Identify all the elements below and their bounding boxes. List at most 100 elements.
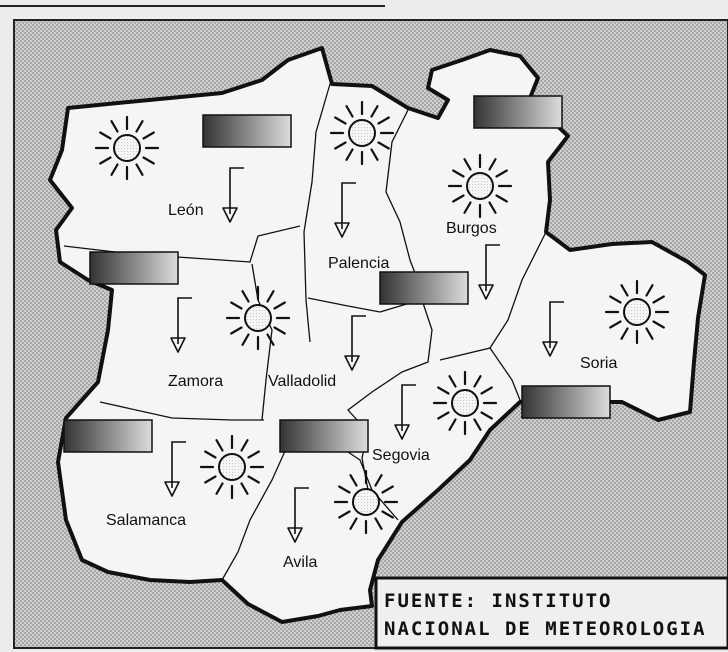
arrow-shaft [351,315,366,362]
province-label-segovia: Segovia [372,447,430,464]
temperature-box [473,95,563,129]
arrow-head [170,337,186,353]
sun-ray [334,141,347,150]
border-palencia-burgos [385,109,421,287]
province-label-palencia: Palencia [328,255,389,272]
temperature-box [279,419,369,453]
sun-ray [652,320,665,329]
arrow-head [287,527,303,543]
sun-icon [225,285,291,351]
arrow-shaft [485,244,500,291]
sun-ray [480,411,493,420]
province-valladolid: Valladolid [268,271,469,390]
sun-ray [247,475,260,484]
sun-disc [623,298,651,326]
sun-ray [473,375,482,388]
sun-ray [230,301,243,310]
arrow-head [334,222,350,238]
province-label-valladolid: Valladolid [268,373,336,390]
sun-ray [488,201,497,214]
border-zamora-salamanca [99,401,264,421]
sun-ray [215,439,224,452]
province-avila: Avila [283,469,399,571]
sun-ray [338,485,351,494]
arrow-head [164,481,180,497]
sun-ray [448,418,457,431]
province-palencia: Palencia [328,100,395,272]
sun-ray [495,169,508,178]
sun-ray [374,517,383,530]
province-label-leon: León [168,202,204,219]
province-soria: Soria [521,279,670,419]
sun-ray [349,474,358,487]
sun-icon [432,370,498,436]
sun-ray [266,333,275,346]
sun-icon [604,279,670,345]
temperature-down-arrow-icon [164,441,186,497]
border-zamora-valladolid [251,263,273,421]
sun-disc [244,304,272,332]
sun-ray [473,418,482,431]
arrow-shaft [171,441,186,488]
source-line-2: NACIONAL DE METEOROLOGIA [384,618,707,640]
sun-ray [204,475,217,484]
sun-ray [620,284,629,297]
arrow-shaft [341,182,356,229]
sun-ray [652,295,665,304]
arrow-shaft [294,487,309,534]
source-line-1: FUENTE: INSTITUTO [384,590,612,612]
arrow-shaft [177,297,192,344]
sun-ray [480,386,493,395]
border-burgos-soria [439,231,547,361]
sun-ray [240,482,249,495]
sun-ray [377,116,390,125]
sun-ray [215,482,224,495]
sun-ray [241,333,250,346]
sun-ray [110,163,119,176]
sun-ray [463,158,472,171]
temperature-down-arrow-icon [394,384,416,440]
temperature-box [63,419,153,453]
sun-ray [230,326,243,335]
border-leon-palencia [303,83,331,343]
province-label-avila: Avila [283,554,317,571]
sun-disc [451,389,479,417]
border-salamanca-avila [221,439,291,581]
sun-icon [447,153,513,219]
sun-ray [437,411,450,420]
sun-ray [620,327,629,340]
temperature-down-arrow-icon [334,182,356,238]
temperature-down-arrow-icon [170,297,192,353]
temperature-down-arrow-icon [542,301,564,357]
source-legend: FUENTE: INSTITUTO NACIONAL DE METEOROLOG… [374,576,728,650]
temperature-down-arrow-icon [478,244,500,300]
sun-ray [110,120,119,133]
sun-ray [488,158,497,171]
sun-icon [94,115,160,181]
temperature-down-arrow-icon [287,487,309,543]
province-label-soria: Soria [580,355,617,372]
sun-ray [99,131,112,140]
sun-disc [113,134,141,162]
province-label-salamanca: Salamanca [106,512,186,529]
temperature-box [89,251,179,285]
sun-ray [241,290,250,303]
source-box [374,576,728,650]
province-segovia: Segovia [279,370,498,464]
sun-ray [135,163,144,176]
sun-ray [437,386,450,395]
sun-ray [135,120,144,133]
sun-ray [463,201,472,214]
sun-ray [377,141,390,150]
sun-ray [334,116,347,125]
sun-ray [495,194,508,203]
border-soria-segovia [489,347,521,401]
arrow-head [478,284,494,300]
sun-disc [466,172,494,200]
temperature-box [202,114,292,148]
province-burgos: Burgos [446,95,563,300]
sun-ray [374,474,383,487]
arrow-head [344,355,360,371]
